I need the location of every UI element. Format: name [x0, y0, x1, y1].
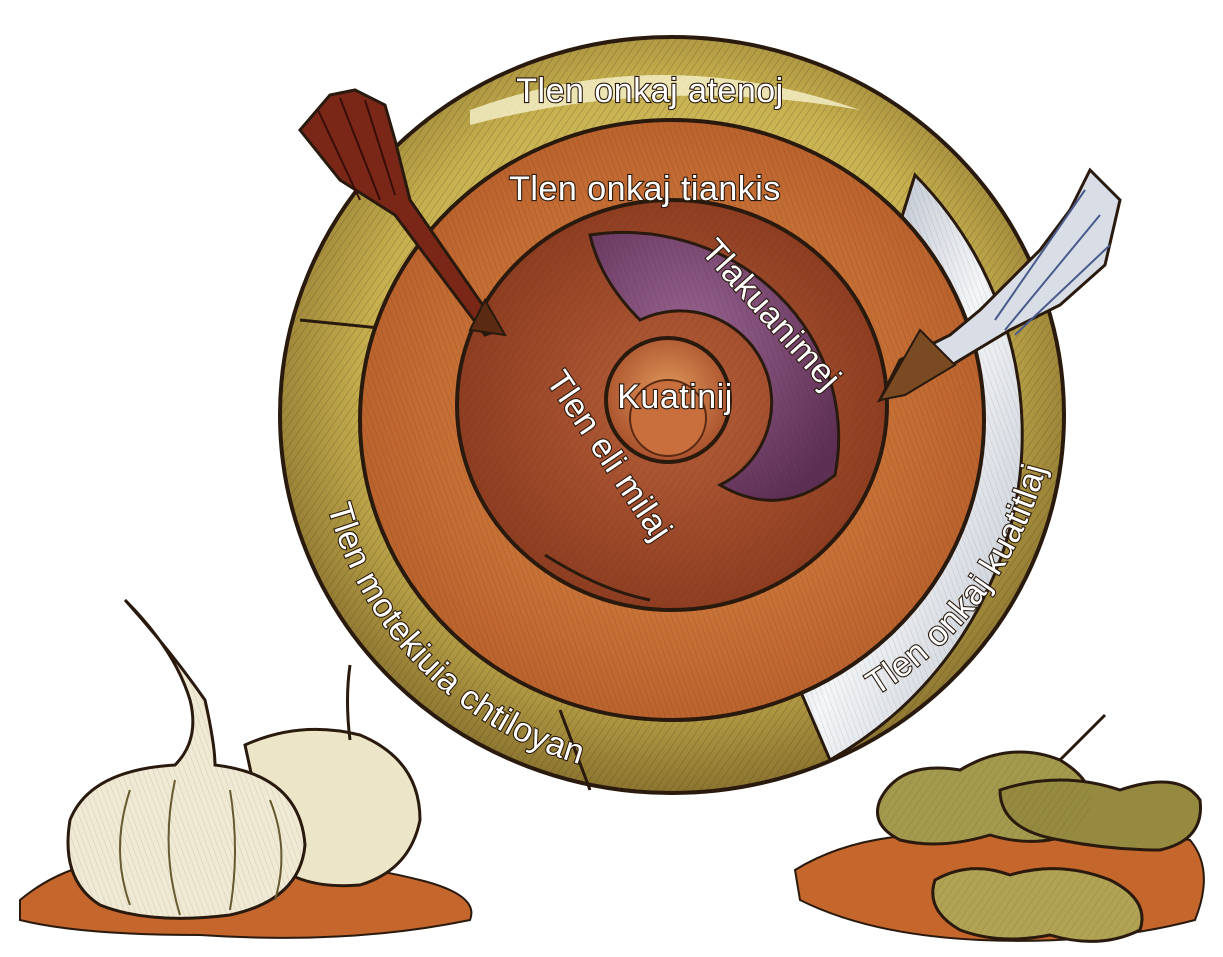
label-center: Kuatinij — [617, 378, 733, 416]
label-outer-top: Tlen onkaj atenoj — [516, 72, 783, 110]
label-second-ring: Tlen onkaj tiankis — [509, 170, 781, 208]
